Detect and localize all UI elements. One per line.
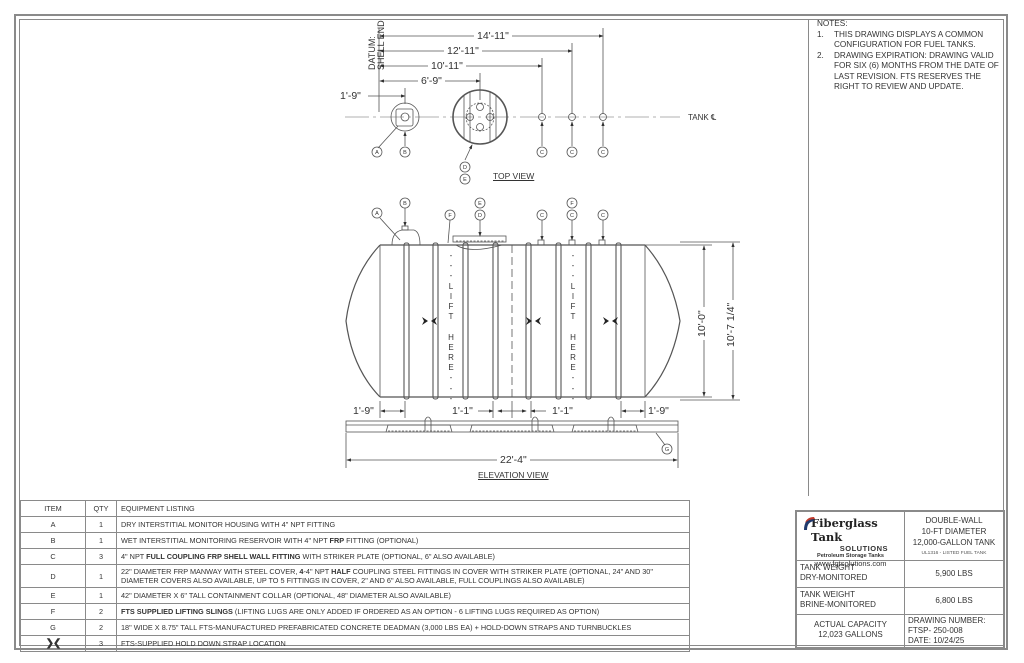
- svg-text:F: F: [448, 213, 452, 219]
- row-listing: WET INTERSTITIAL MONITORING RESERVOIR WI…: [116, 532, 690, 549]
- row-item: A: [20, 516, 86, 533]
- note-item: 1. THIS DRAWING DISPLAYS A COMMON CONFIG…: [810, 30, 1004, 51]
- dim-left-1-9: 1'-9": [353, 405, 374, 417]
- row-item: E: [20, 587, 86, 604]
- table-header-row: ITEM QTY EQUIPMENT LISTING: [20, 500, 690, 517]
- table-row: C 3 4" NPT FULL COUPLING FRP SHELL WALL …: [20, 548, 690, 565]
- row-listing: 18" WIDE X 8.75" TALL FTS-MANUFACTURED P…: [116, 619, 690, 636]
- header-item: ITEM: [20, 500, 86, 517]
- top-view-title: TOP VIEW: [493, 171, 535, 181]
- equipment-table: ITEM QTY EQUIPMENT LISTING A 1 DRY INTER…: [20, 500, 690, 652]
- row-listing: FTS-SUPPLIED HOLD DOWN STRAP LOCATION: [116, 635, 690, 652]
- row-qty: 2: [85, 619, 117, 636]
- row-item: B: [20, 532, 86, 549]
- note-text: THIS DRAWING DISPLAYS A COMMON CONFIGURA…: [834, 29, 984, 50]
- hold-down-strap-icon: [422, 317, 618, 325]
- svg-text:B: B: [403, 201, 407, 207]
- row-item: F: [20, 603, 86, 620]
- svg-text:C: C: [570, 150, 574, 156]
- dim-mid-right-1-1: 1'-1": [552, 405, 573, 417]
- row-listing: FTS SUPPLIED LIFTING SLINGS (LIFTING LUG…: [116, 603, 690, 620]
- logo-swoosh-icon: [804, 517, 815, 530]
- logo-name: Fiberglass Tank: [811, 516, 878, 544]
- table-row: B 1 WET INTERSTITIAL MONITORING RESERVOI…: [20, 532, 690, 549]
- tank-centerline-label: TANK ℄: [688, 113, 717, 122]
- weight-dry-value: 5,900 LBS: [935, 569, 973, 578]
- row-item: C: [20, 548, 86, 565]
- logo-tagline: Petroleum Storage Tanks: [816, 553, 885, 559]
- row-qty: 3: [85, 635, 117, 652]
- svg-text:E: E: [463, 177, 467, 183]
- company-logo: Fiberglass Tank SOLUTIONS Petroleum Stor…: [797, 512, 905, 568]
- overall-length: 22'-4": [497, 454, 530, 466]
- svg-text:D: D: [478, 213, 482, 219]
- note-text: DRAWING EXPIRATION: DRAWING VALID FOR SI…: [834, 50, 999, 92]
- tank-description: DOUBLE-WALL 10-FT DIAMETER 12,000-GALLON…: [912, 516, 996, 556]
- title-block: Fiberglass Tank SOLUTIONS Petroleum Stor…: [795, 510, 1005, 649]
- svg-text:C: C: [540, 150, 544, 156]
- svg-text:F: F: [570, 201, 574, 207]
- dim-6-9: 6'-9": [418, 75, 445, 87]
- dim-right-1-9: 1'-9": [648, 405, 669, 417]
- row-listing: 4" NPT FULL COUPLING FRP SHELL WALL FITT…: [116, 548, 690, 565]
- header-listing: EQUIPMENT LISTING: [116, 500, 690, 517]
- header-qty: QTY: [85, 500, 117, 517]
- datum-label: DATUM:SHELL END: [367, 20, 386, 70]
- dim-1-9: 1'-9": [340, 90, 361, 102]
- logo-solutions: SOLUTIONS: [839, 544, 888, 553]
- table-row: E 1 42" DIAMETER X 6" TALL CONTAINMENT C…: [20, 587, 690, 604]
- svg-text:E: E: [478, 201, 482, 207]
- svg-text:B: B: [403, 150, 407, 156]
- row-qty: 1: [85, 516, 117, 533]
- row-listing: DRY INTERSTITIAL MONITOR HOUSING WITH 4"…: [116, 516, 690, 533]
- row-item: G: [20, 619, 86, 636]
- notes-header: NOTES:: [817, 19, 848, 28]
- dim-14-11: 14'-11": [474, 30, 512, 42]
- svg-text:A: A: [375, 211, 379, 217]
- table-row: D 1 22" DIAMETER FRP MANWAY WITH STEEL C…: [20, 564, 690, 588]
- row-qty: 2: [85, 603, 117, 620]
- row-qty: 1: [85, 587, 117, 604]
- row-qty: 3: [85, 548, 117, 565]
- height-10-0: 10'-0": [696, 307, 708, 340]
- svg-text:G: G: [665, 447, 669, 453]
- svg-text:C: C: [570, 213, 574, 219]
- svg-text:C: C: [601, 150, 605, 156]
- note-number: 2.: [817, 50, 824, 60]
- row-listing: 22" DIAMETER FRP MANWAY WITH STEEL COVER…: [116, 564, 690, 588]
- notes-block: NOTES: 1. THIS DRAWING DISPLAYS A COMMON…: [810, 19, 1004, 93]
- dim-12-11: 12'-11": [444, 45, 482, 57]
- table-row: G 2 18" WIDE X 8.75" TALL FTS-MANUFACTUR…: [20, 619, 690, 636]
- dim-10-11: 10'-11": [428, 60, 466, 72]
- svg-text:C: C: [601, 213, 605, 219]
- svg-text:A: A: [375, 150, 379, 156]
- note-item: 2. DRAWING EXPIRATION: DRAWING VALID FOR…: [810, 51, 1004, 93]
- note-number: 1.: [817, 29, 824, 39]
- table-row: F 2 FTS SUPPLIED LIFTING SLINGS (LIFTING…: [20, 603, 690, 620]
- dim-mid-left-1-1: 1'-1": [452, 405, 473, 417]
- company-url: www.fgtsolutions.com: [814, 559, 887, 568]
- table-row: ❯❮ 3 FTS-SUPPLIED HOLD DOWN STRAP LOCATI…: [20, 635, 690, 652]
- row-item: D: [20, 564, 86, 588]
- elevation-view-title: ELEVATION VIEW: [478, 470, 549, 480]
- row-listing: 42" DIAMETER X 6" TALL CONTAINMENT COLLA…: [116, 587, 690, 604]
- row-qty: 1: [85, 532, 117, 549]
- height-10-7-1-4: 10'-7 1/4": [725, 299, 737, 350]
- hold-down-strap-icon: ❯❮: [20, 635, 86, 652]
- table-row: A 1 DRY INTERSTITIAL MONITOR HOUSING WIT…: [20, 516, 690, 533]
- svg-text:D: D: [463, 165, 467, 171]
- notes-divider: [808, 19, 809, 496]
- svg-text:C: C: [540, 213, 544, 219]
- row-qty: 1: [85, 564, 117, 588]
- weight-brine-value: 6,800 LBS: [935, 596, 973, 605]
